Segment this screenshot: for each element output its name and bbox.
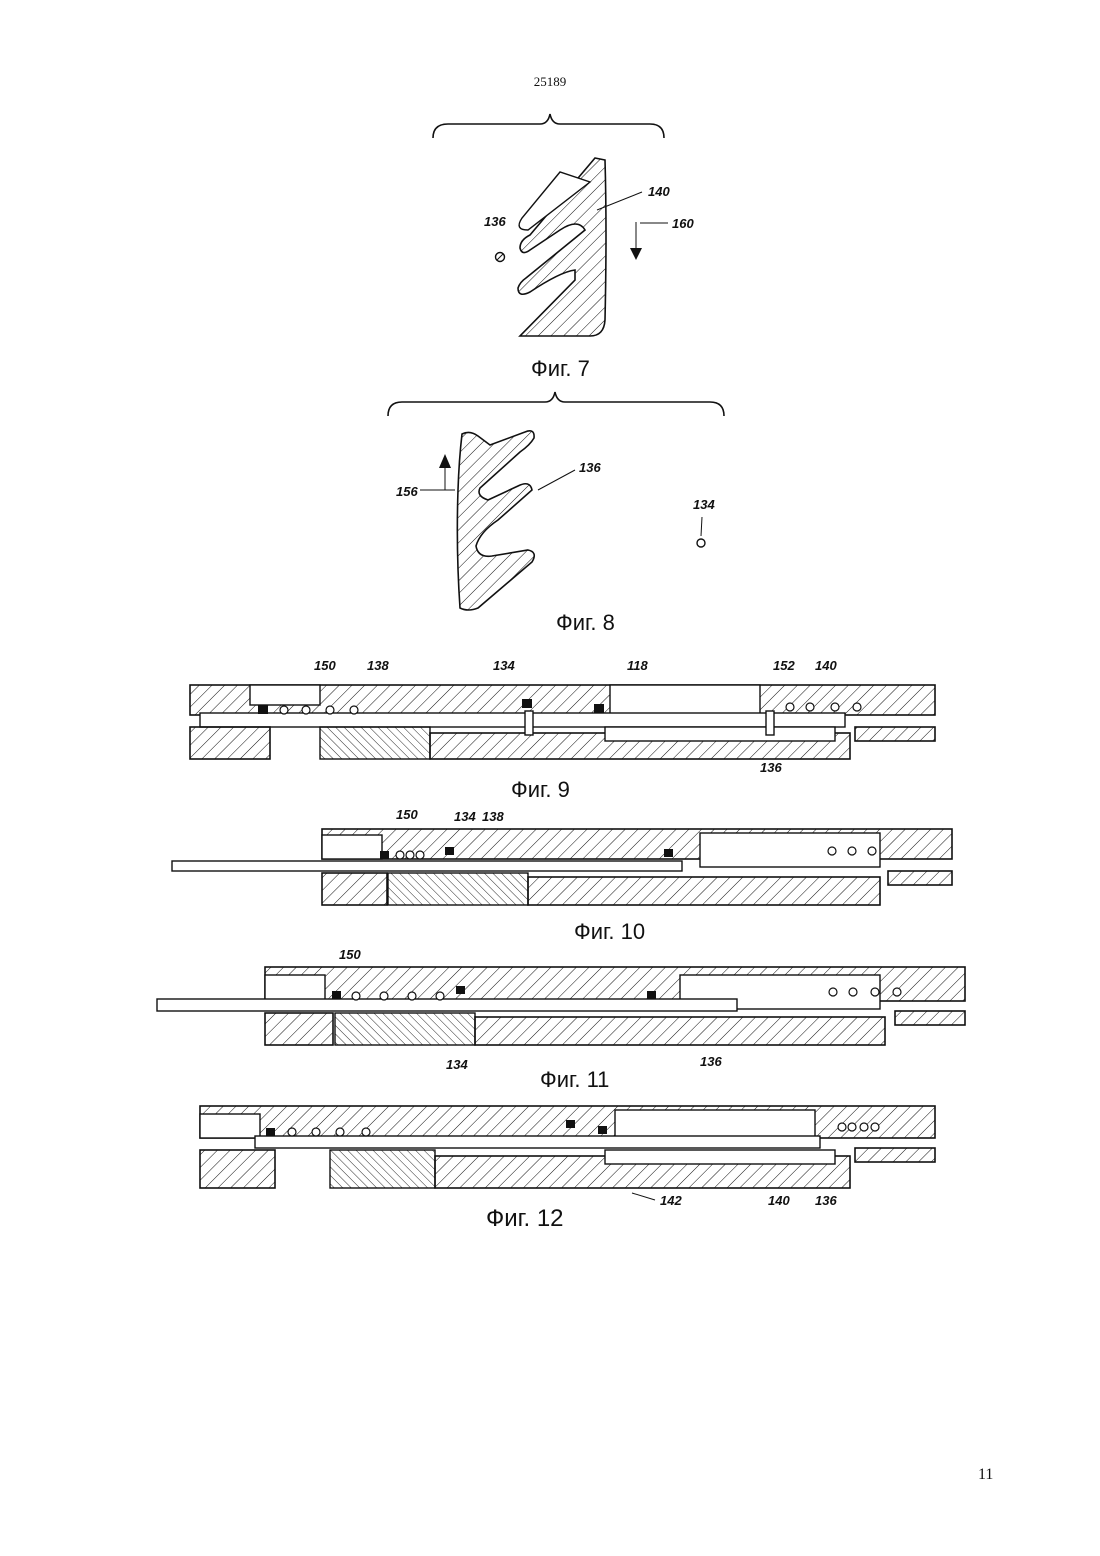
figure-9-drawing: 150 138 134 118 152 140 136 xyxy=(0,655,1100,780)
fig7-label-136: 136 xyxy=(484,214,506,229)
fig10-label-150: 150 xyxy=(396,807,418,822)
fig9-label-152: 152 xyxy=(773,658,795,673)
fig9-label-134: 134 xyxy=(493,658,515,673)
fig7-caption: Фиг. 7 xyxy=(531,356,590,382)
fig10-label-134: 134 xyxy=(454,809,476,824)
fig9-label-150: 150 xyxy=(314,658,336,673)
fig12-label-142: 142 xyxy=(660,1193,682,1208)
figure-12-drawing: 142 140 136 xyxy=(0,1100,1100,1212)
fig11-caption: Фиг. 11 xyxy=(540,1067,609,1093)
fig7-label-160: 160 xyxy=(672,216,694,231)
figure-11-drawing: 150 134 136 xyxy=(0,945,1100,1075)
fig8-label-134: 134 xyxy=(693,497,715,512)
figure-8-drawing: 156 136 134 xyxy=(0,390,1100,620)
fig7-brace xyxy=(433,114,664,138)
fig10-label-138: 138 xyxy=(482,809,504,824)
fig9-label-140: 140 xyxy=(815,658,837,673)
fig12-caption: Фиг. 12 xyxy=(486,1205,564,1233)
fig8-caption: Фиг. 8 xyxy=(556,610,615,636)
fig10-caption: Фиг. 10 xyxy=(574,919,645,945)
fig8-brace xyxy=(388,392,724,416)
figure-7-drawing: 136 140 160 xyxy=(0,110,1100,350)
fig12-label-136: 136 xyxy=(815,1193,837,1208)
fig8-slot-body xyxy=(457,431,534,610)
page-number: 11 xyxy=(978,1466,993,1484)
fig9-label-136: 136 xyxy=(760,760,782,775)
fig9-label-138: 138 xyxy=(367,658,389,673)
fig7-label-140: 140 xyxy=(648,184,670,199)
fig8-label-156: 156 xyxy=(396,484,418,499)
fig8-label-136: 136 xyxy=(579,460,601,475)
fig12-label-140: 140 xyxy=(768,1193,790,1208)
document-number: 25189 xyxy=(0,74,1100,90)
figure-10-drawing: 150 134 138 xyxy=(0,805,1100,910)
fig11-label-136: 136 xyxy=(700,1054,722,1069)
fig11-label-134: 134 xyxy=(446,1057,468,1072)
fig9-label-118: 118 xyxy=(627,658,648,673)
fig9-caption: Фиг. 9 xyxy=(511,777,570,803)
fig11-label-150: 150 xyxy=(339,947,361,962)
